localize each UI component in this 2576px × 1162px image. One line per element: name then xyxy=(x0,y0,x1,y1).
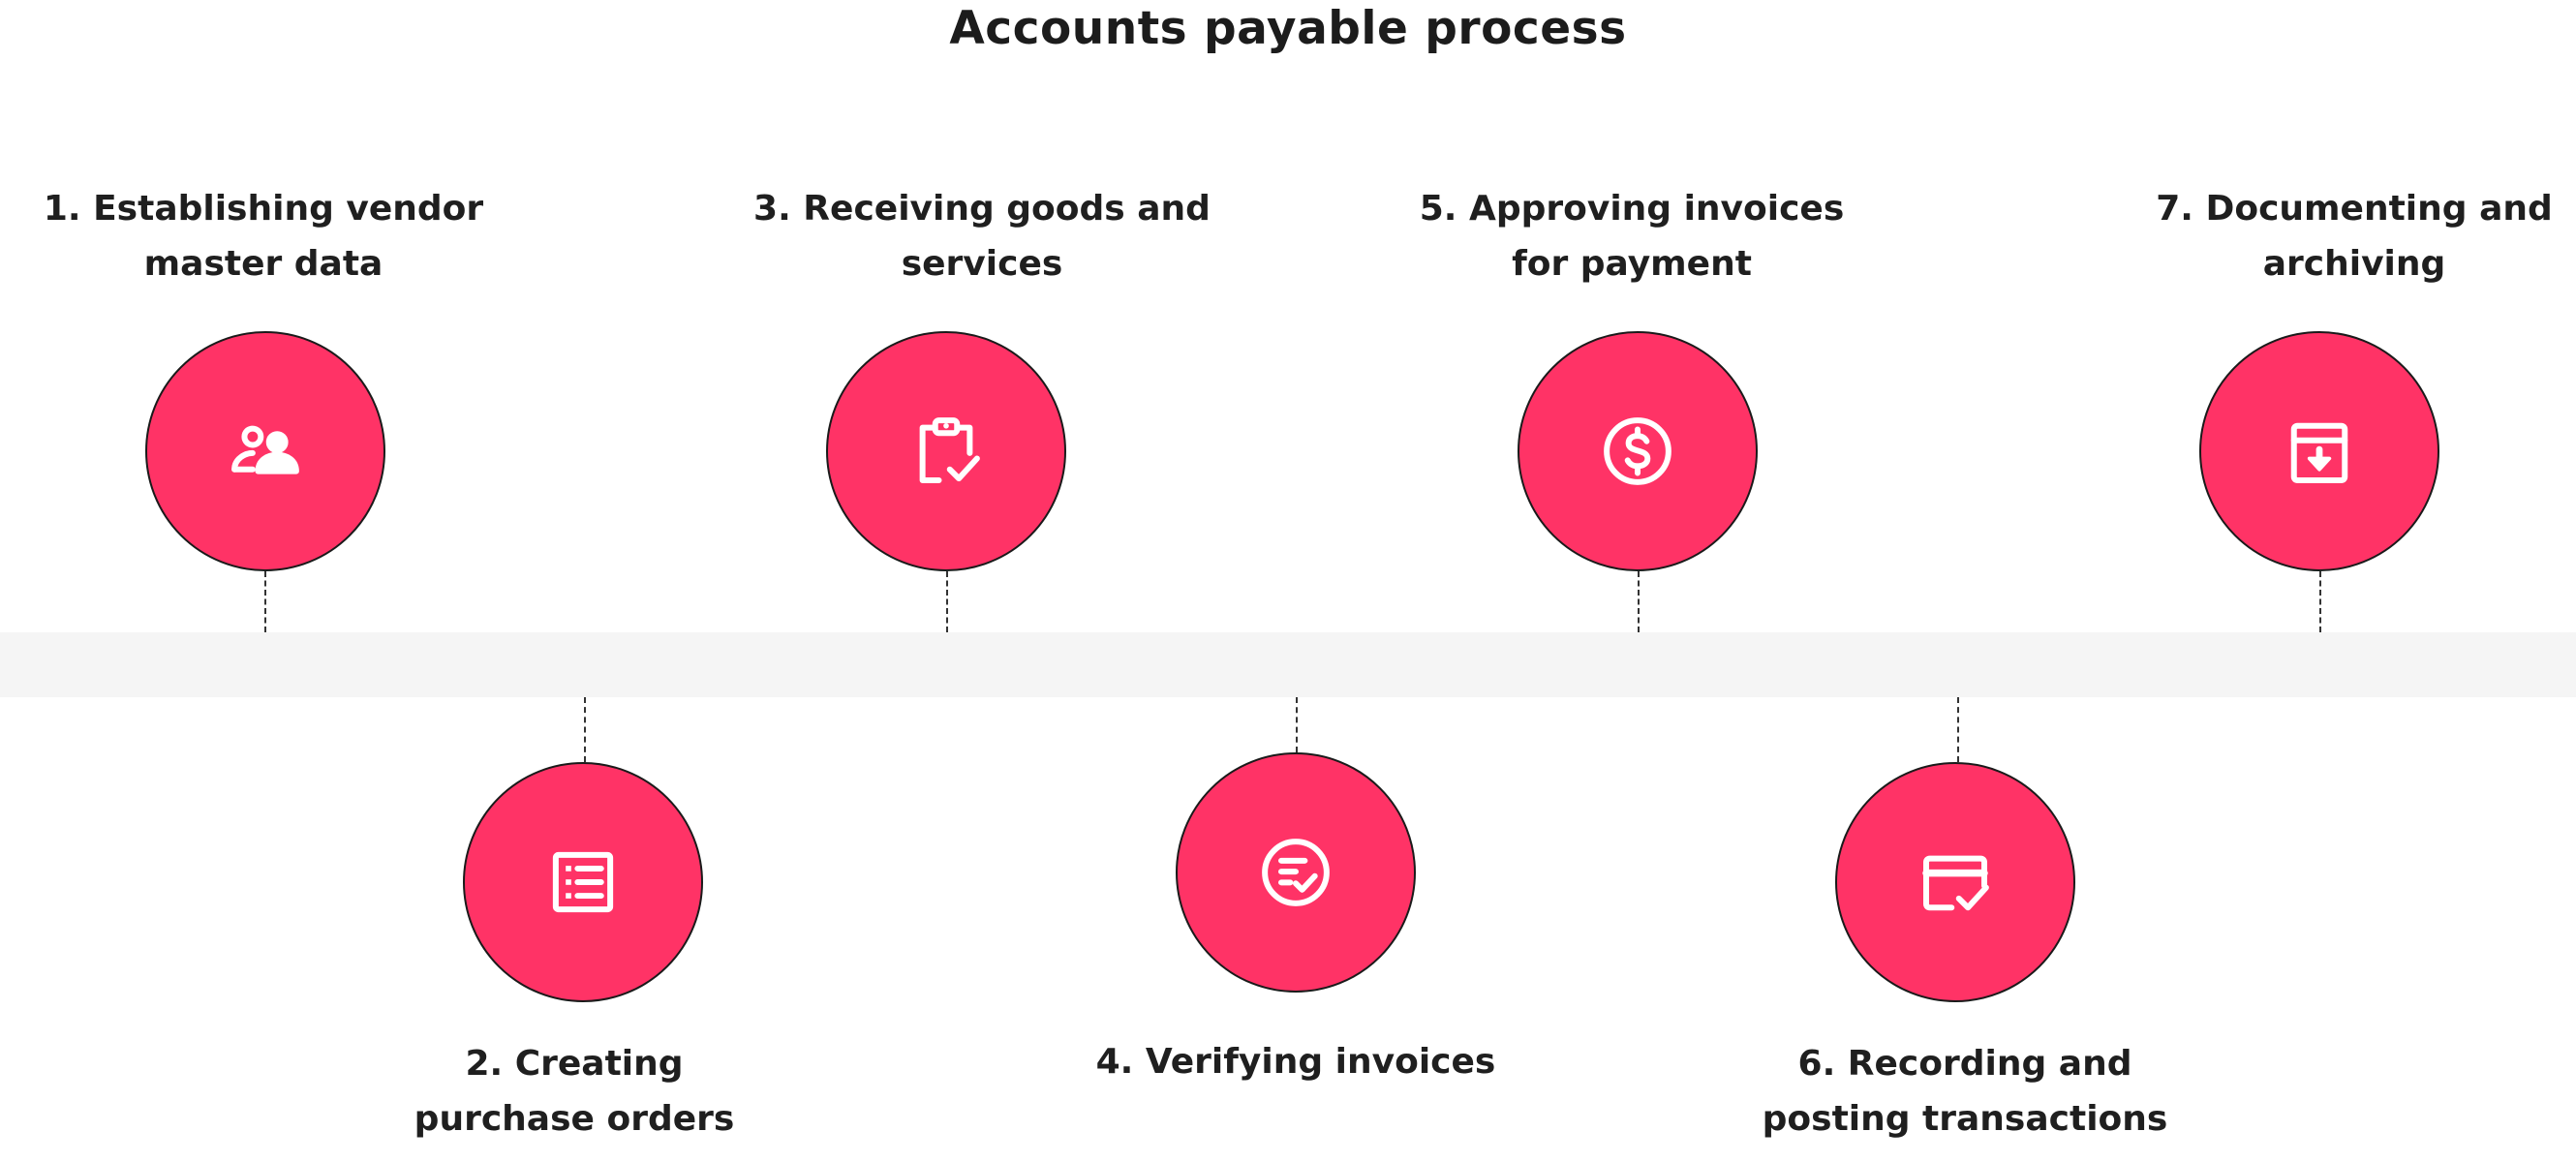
step-7-circle xyxy=(2199,331,2439,571)
step-6-circle xyxy=(1835,762,2075,1002)
step-6-connector xyxy=(1957,697,1959,762)
step-1-label: 1. Establishing vendor master data xyxy=(43,189,484,284)
step-7-label: 7. Documenting and archiving xyxy=(2156,189,2553,284)
step-3-label: 3. Receiving goods and services xyxy=(753,189,1211,284)
archive-download-icon xyxy=(2290,422,2348,483)
list-document-icon xyxy=(552,851,614,913)
timeline-band xyxy=(0,632,2576,697)
invoice-check-icon xyxy=(1262,839,1330,906)
step-5-connector xyxy=(1638,571,1640,632)
dollar-circle-icon xyxy=(1604,417,1671,485)
step-5-circle xyxy=(1518,331,1758,571)
step-7-connector xyxy=(2319,571,2321,632)
step-1-connector xyxy=(264,571,266,632)
card-check-icon xyxy=(1922,855,1989,911)
step-6-label: 6. Recording and posting transactions xyxy=(1762,1044,2168,1139)
step-3-circle xyxy=(826,331,1066,571)
step-4-label: 4. Verifying invoices xyxy=(1095,1042,1496,1082)
step-1-circle xyxy=(145,331,385,571)
step-2-label: 2. Creating purchase orders xyxy=(414,1044,735,1139)
user-group-icon xyxy=(231,425,299,474)
clipboard-check-icon xyxy=(919,417,980,483)
step-4-circle xyxy=(1176,752,1416,993)
step-2-circle xyxy=(463,762,703,1002)
step-3-connector xyxy=(946,571,948,632)
step-2-connector xyxy=(584,697,586,762)
step-4-connector xyxy=(1296,697,1298,752)
diagram-title: Accounts payable process xyxy=(949,2,1627,55)
step-5-label: 5. Approving invoices for payment xyxy=(1419,189,1845,284)
